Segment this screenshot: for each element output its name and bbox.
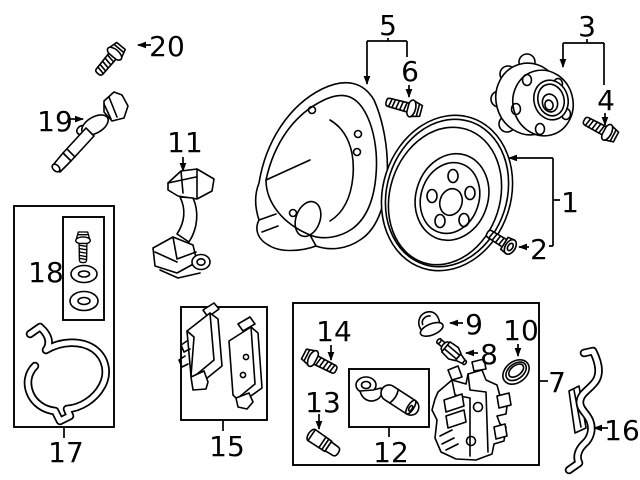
callout-13: 13 (305, 386, 341, 419)
part-9-bleeder-cap (417, 310, 444, 337)
callout-6: 6 (401, 55, 419, 88)
part-4-hub-bolt (579, 111, 621, 146)
part-10-piston-seal (502, 359, 530, 385)
part-11-caliper-bracket (152, 168, 215, 279)
part-15-brake-pads-box (178, 302, 268, 421)
part-1-brake-rotor (380, 114, 514, 272)
callout-1: 1 (561, 186, 579, 219)
part-14-caliper-bolt (299, 345, 341, 379)
callout-9: 9 (465, 308, 483, 341)
caliper-body (431, 358, 512, 461)
callout-17: 17 (48, 436, 84, 469)
callout-2: 2 (530, 233, 548, 266)
part-20-bolt (90, 39, 129, 80)
callout-19: 19 (37, 105, 73, 138)
part-16-pad-spring (564, 346, 603, 475)
callout-4: 4 (597, 84, 615, 117)
callout-labels: 20 19 11 18 17 5 6 3 4 1 2 15 14 13 12 9… (28, 9, 640, 469)
callout-10: 10 (503, 314, 539, 347)
callout-18: 18 (28, 256, 64, 289)
callout-12: 12 (373, 436, 409, 469)
part-2-rotor-set-screw (485, 229, 518, 256)
part-7-caliper-box (292, 302, 540, 466)
callout-14: 14 (316, 315, 352, 348)
part-17-hardware-box (13, 205, 115, 428)
callout-5: 5 (379, 9, 397, 42)
part-19-wheel-speed-sensor (51, 91, 129, 173)
part-6-bolt (383, 92, 425, 121)
callout-7: 7 (548, 366, 566, 399)
part-17-retainer-spring (23, 322, 110, 426)
callout-8: 8 (480, 338, 498, 371)
part-8-bleeder-screw (435, 337, 468, 366)
part-5-splash-shield (254, 81, 389, 252)
callout-3: 3 (578, 10, 596, 43)
callout-11: 11 (167, 126, 203, 159)
part-13-guide-pin (306, 428, 341, 457)
callout-15: 15 (209, 430, 245, 463)
leader-lines (63, 38, 609, 438)
part-18-bolt-and-washers (69, 231, 99, 312)
part-12-guide-bushing-kit-box (348, 368, 430, 428)
callout-16: 16 (604, 414, 640, 447)
part-3-hub-bearing-assembly (490, 53, 575, 137)
callout-20: 20 (149, 30, 185, 63)
